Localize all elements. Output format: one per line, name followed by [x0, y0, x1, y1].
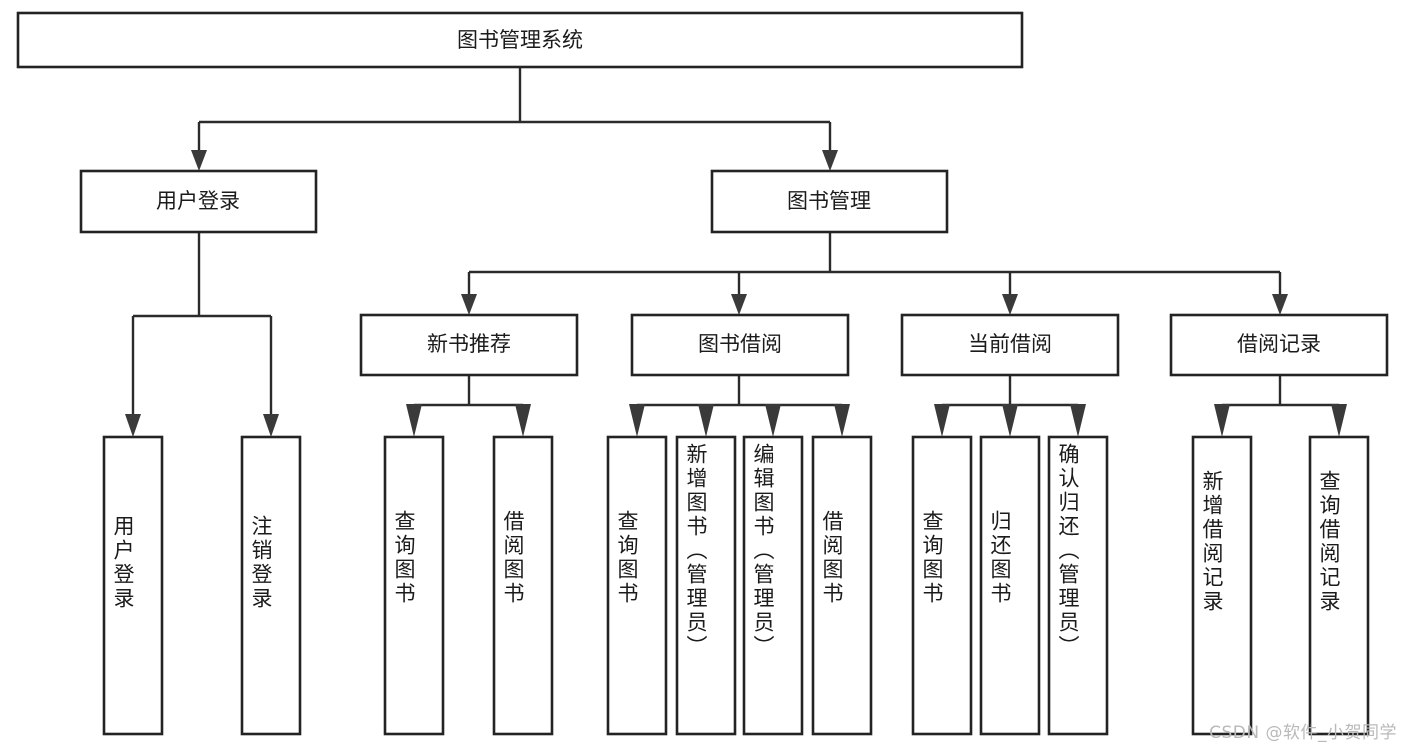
arrow-leaf-query-book-1	[406, 404, 422, 437]
arrow-leaf-borrow-book-1	[515, 404, 531, 437]
leaf-box-confirm-return[interactable]	[1047, 435, 1109, 736]
leaf-box-add-book[interactable]	[675, 435, 737, 736]
arrow-leaf-borrow-book-2	[834, 404, 850, 437]
arrow-to-borrow-record	[1272, 294, 1288, 315]
arrow-leaf-query-book-3	[934, 404, 950, 437]
node-new-book-recommend-box[interactable]	[359, 313, 579, 377]
node-root[interactable]: 图书管理系统	[16, 11, 1024, 69]
arrow-leaf-confirm-return	[1070, 404, 1086, 437]
arrow-leaf-query-book-2	[629, 404, 645, 437]
connector-layer	[125, 67, 1347, 437]
arrow-leaf-return-book	[1002, 404, 1018, 437]
node-user-login-label: 用户登录	[156, 189, 240, 213]
arrow-leaf-edit-book	[765, 404, 781, 437]
node-borrow-record-box[interactable]	[1169, 313, 1389, 377]
node-book-borrow[interactable]: 图书借阅	[630, 313, 850, 377]
arrow-leaf-add-book	[698, 404, 714, 437]
leaf-box-edit-book[interactable]	[742, 435, 804, 736]
arrow-leaf-add-record	[1214, 404, 1230, 437]
node-root-box[interactable]	[16, 11, 1024, 69]
node-layer: 图书管理系统 用户登录 图书管理 新书推荐 图书借阅 当前	[16, 11, 1389, 736]
node-root-label: 图书管理系统	[457, 28, 583, 52]
node-book-borrow-box[interactable]	[630, 313, 850, 377]
node-current-borrow[interactable]: 当前借阅	[900, 313, 1120, 377]
leaf-box-add-record[interactable]	[1191, 435, 1253, 736]
node-borrow-record-label: 借阅记录	[1237, 332, 1321, 356]
arrow-leaf-user-login	[125, 414, 141, 437]
node-book-manage[interactable]: 图书管理	[710, 169, 949, 234]
leaf-box-query-record[interactable]	[1308, 435, 1370, 736]
leaf-box-user-login[interactable]	[102, 435, 164, 736]
watermark-text: CSDN @软件_小贺同学	[1209, 723, 1397, 743]
arrow-to-book-borrow	[731, 294, 747, 315]
leaf-box-return-book[interactable]	[979, 435, 1041, 736]
node-borrow-record[interactable]: 借阅记录	[1169, 313, 1389, 377]
node-new-book-recommend[interactable]: 新书推荐	[359, 313, 579, 377]
arrow-to-user-login	[191, 150, 207, 171]
leaf-box-query-book-2[interactable]	[606, 435, 668, 736]
leaf-box-layer	[102, 435, 1370, 736]
node-current-borrow-label: 当前借阅	[968, 332, 1052, 356]
leaf-box-logout-login[interactable]	[240, 435, 302, 736]
arrow-to-new-book	[461, 294, 477, 315]
node-book-borrow-label: 图书借阅	[698, 332, 782, 356]
arrow-leaf-logout-login	[263, 414, 279, 437]
node-user-login[interactable]: 用户登录	[79, 169, 318, 234]
node-book-manage-label: 图书管理	[787, 189, 871, 213]
arrow-to-book-manage	[822, 150, 838, 171]
arrow-to-current-borrow	[1002, 294, 1018, 315]
node-book-manage-box[interactable]	[710, 169, 949, 234]
node-new-book-recommend-label: 新书推荐	[427, 332, 511, 356]
node-current-borrow-box[interactable]	[900, 313, 1120, 377]
node-user-login-box[interactable]	[79, 169, 318, 234]
leaf-box-borrow-book-1[interactable]	[492, 435, 554, 736]
leaf-box-query-book-1[interactable]	[383, 435, 445, 736]
leaf-box-borrow-book-2[interactable]	[811, 435, 873, 736]
leaf-box-query-book-3[interactable]	[911, 435, 973, 736]
arrow-leaf-query-record	[1331, 404, 1347, 437]
